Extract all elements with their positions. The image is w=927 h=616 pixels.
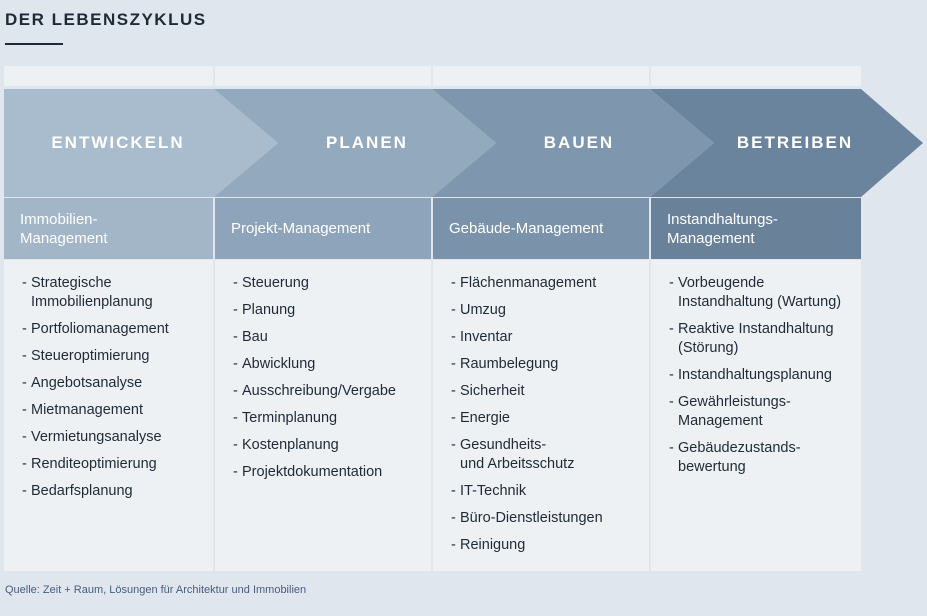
list-item: Projektdokumentation [233,463,421,482]
list-item: Flächenmanagement [451,274,639,293]
list-item: Mietmanagement [22,401,203,420]
phase-header-betreiben: Instandhaltungs- Management [651,198,861,259]
phase-list-planen: SteuerungPlanungBauAbwicklungAusschreibu… [215,260,431,571]
list-item: Gesundheits- und Arbeitsschutz [451,436,639,474]
list-item: Vorbeugende Instandhaltung (Wartung) [669,274,851,312]
phase-label-bauen: BAUEN [543,133,615,152]
list-item: Strategische Immobilienplanung [22,274,203,312]
list-item: Renditeoptimierung [22,455,203,474]
list-item: Steuerung [233,274,421,293]
list-item: Inventar [451,328,639,347]
phase-header-text: Projekt-Management [231,220,371,237]
list-item: Terminplanung [233,409,421,428]
list-item: Umzug [451,301,639,320]
phase-header-bauen: Gebäude-Management [433,198,649,259]
list-item: Angebotsanalyse [22,374,203,393]
column-top-planen [215,66,431,86]
phase-label-planen: PLANEN [326,133,408,152]
list-item: Energie [451,409,639,428]
phase-header-text: Immobilien- Management [20,210,108,247]
list-item: IT-Technik [451,482,639,501]
list-item: Reinigung [451,536,639,555]
list-item: Steueroptimierung [22,347,203,366]
phase-list-betreiben: Vorbeugende Instandhaltung (Wartung) Reak… [651,260,861,571]
phase-header-text: Instandhaltungs- Management [667,210,778,247]
list-item: Abwicklung [233,355,421,374]
list-item: Sicherheit [451,382,639,401]
phase-label-betreiben: BETREIBEN [736,133,854,152]
list-item: Kostenplanung [233,436,421,455]
list-item: Gewährleistungs- Management [669,393,851,431]
page-title: DER LEBENSZYKLUS [5,10,207,29]
list-item: Raumbelegung [451,355,639,374]
column-top-betreiben [651,66,861,86]
column-top-bauen [433,66,649,86]
phase-label-entwickeln: ENTWICKELN [51,133,185,152]
list-item: Gebäudezustands- bewertung [669,439,851,477]
list-item: Bedarfsplanung [22,482,203,501]
list-item: Instandhaltungsplanung [669,366,851,385]
title-underline [5,43,63,45]
list-item: Büro-Dienstleistungen [451,509,639,528]
phase-header-text: Gebäude-Management [449,220,604,237]
list-item: Vermietungsanalyse [22,428,203,447]
phase-list-entwickeln: Strategische ImmobilienplanungPortfoliom… [4,260,213,571]
phase-list-bauen: FlächenmanagementUmzugInventarRaumbelegu… [433,260,649,571]
list-item: Portfoliomanagement [22,320,203,339]
list-item: Ausschreibung/Vergabe [233,382,421,401]
source-note: Quelle: Zeit + Raum, Lösungen für Archit… [5,584,307,596]
list-item: Planung [233,301,421,320]
phase-header-planen: Projekt-Management [215,198,431,259]
column-top-entwickeln [4,66,213,86]
list-item: Bau [233,328,421,347]
list-item: Reaktive Instandhaltung (Störung) [669,320,851,358]
phase-header-entwickeln: Immobilien- Management [4,198,213,259]
